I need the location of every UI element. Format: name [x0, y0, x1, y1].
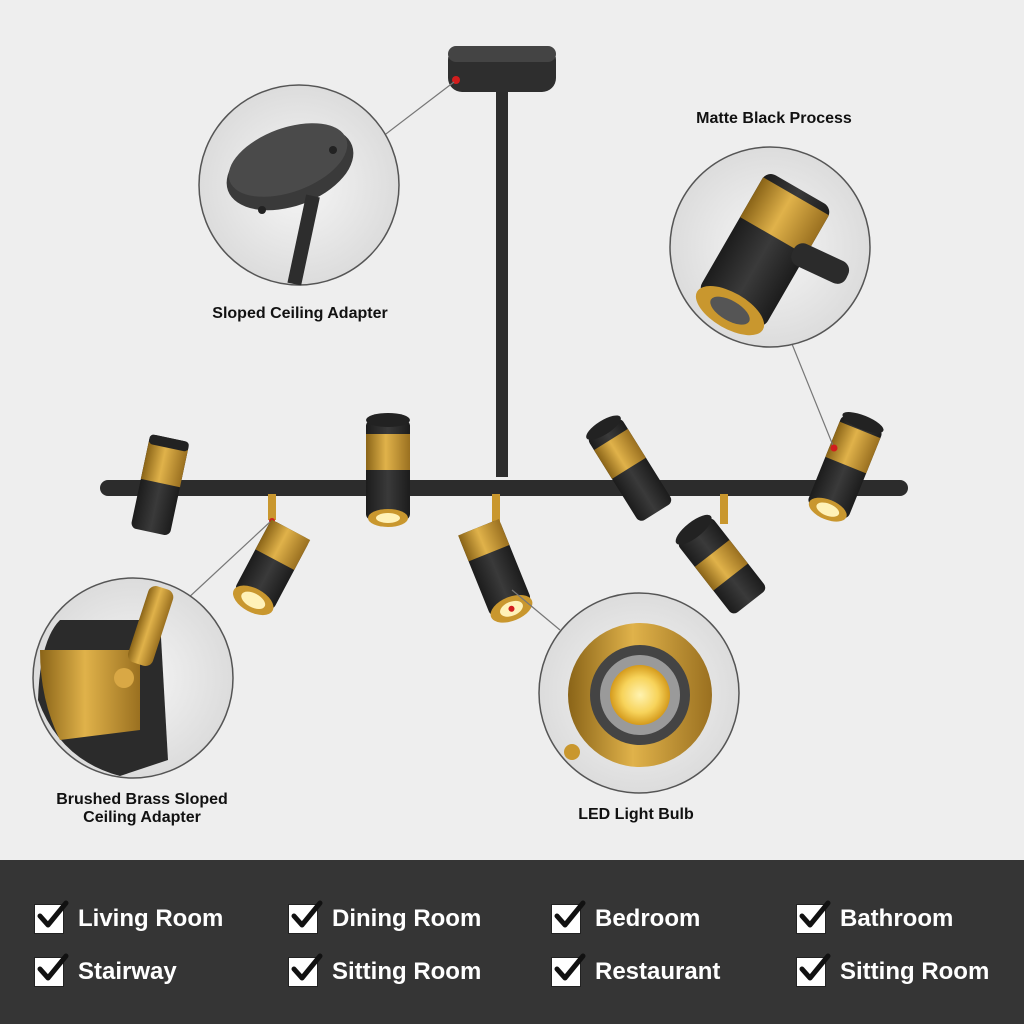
room-label: Dining Room	[332, 905, 482, 932]
checkbox-checked-icon	[288, 900, 323, 934]
spotlight	[232, 519, 311, 616]
checkbox-checked-icon	[796, 953, 831, 987]
spotlight	[675, 514, 766, 614]
room-label: Sitting Room	[840, 958, 990, 985]
room-item: Living Room	[34, 900, 224, 936]
room-item: Dining Room	[288, 900, 482, 936]
room-label: Bedroom	[595, 905, 701, 932]
checkbox-checked-icon	[34, 953, 69, 987]
checkbox-checked-icon	[34, 900, 69, 934]
ceiling-canopy	[448, 46, 556, 477]
room-label: Sitting Room	[332, 958, 482, 985]
room-label: Living Room	[78, 905, 224, 932]
spotlight	[458, 518, 533, 623]
room-item: Stairway	[34, 953, 177, 989]
chandelier-illustration	[32, 46, 908, 794]
room-item: Sitting Room	[288, 953, 482, 989]
checkbox-checked-icon	[551, 953, 586, 987]
checkbox-checked-icon	[288, 953, 323, 987]
checkbox-checked-icon	[551, 900, 586, 934]
spotlight	[808, 412, 884, 522]
callout-matte-black-process: Matte Black Process	[696, 110, 852, 127]
callout-brushed-brass-line2: Ceiling Adapter	[83, 809, 201, 826]
chandelier-arm	[100, 480, 908, 496]
callout-brushed-brass-line1: Brushed Brass Sloped	[56, 791, 228, 808]
room-item: Bathroom	[796, 900, 954, 936]
spotlight	[366, 413, 410, 527]
room-usage-bar: Living Room Dining Room Bedroom Bathroom…	[0, 860, 1024, 1024]
room-item: Restaurant	[551, 953, 721, 989]
zoom-sloped-ceiling-adapter	[198, 84, 400, 286]
room-label: Restaurant	[595, 958, 721, 985]
callout-led-light-bulb: LED Light Bulb	[578, 806, 694, 823]
checkbox-checked-icon	[796, 900, 831, 934]
spotlight	[586, 415, 672, 521]
callout-brushed-brass-adapter: Brushed Brass Sloped Ceiling Adapter	[22, 791, 262, 827]
zoom-matte-black-process	[669, 146, 871, 348]
zoom-brushed-brass-adapter	[32, 577, 234, 779]
room-label: Bathroom	[840, 905, 954, 932]
spotlight	[131, 434, 189, 535]
callout-lines	[185, 81, 835, 631]
room-item: Sitting Room	[796, 953, 990, 989]
room-label: Stairway	[78, 958, 177, 985]
callout-sloped-ceiling-adapter: Sloped Ceiling Adapter	[212, 305, 388, 322]
zoom-led-light-bulb	[538, 592, 740, 794]
room-item: Bedroom	[551, 900, 701, 936]
